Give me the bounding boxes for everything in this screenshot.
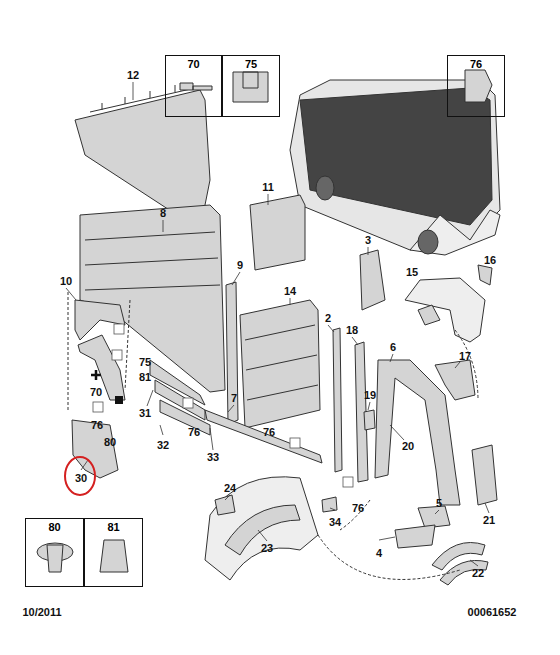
- callout-number: 19: [364, 390, 376, 401]
- callout-number: 4: [376, 548, 382, 559]
- part-box: 80: [25, 518, 84, 587]
- part-box: 81: [84, 518, 143, 587]
- callout-number: 31: [139, 408, 151, 419]
- callout-number: 24: [224, 483, 236, 494]
- callout-number: 75: [223, 59, 279, 70]
- part-box: 76: [447, 55, 505, 117]
- callout-number: 80: [26, 522, 83, 533]
- callout-number: 76: [352, 503, 364, 514]
- callout-number: 10: [60, 276, 72, 287]
- callout-number: 34: [329, 517, 341, 528]
- callout-number: 76: [263, 427, 275, 438]
- callout-number: 23: [261, 543, 273, 554]
- callout-number: 21: [483, 515, 495, 526]
- callout-number: 70: [90, 387, 102, 398]
- reference-code: 00061652: [468, 607, 517, 618]
- callout-number: 5: [436, 498, 442, 509]
- callout-number: 30: [75, 473, 87, 484]
- callout-number: 76: [91, 420, 103, 431]
- callout-number: 9: [237, 260, 243, 271]
- callout-number: 7: [231, 393, 237, 404]
- plus-symbol: [91, 370, 101, 380]
- callout-number: 17: [459, 351, 471, 362]
- callout-number: 76: [448, 59, 504, 70]
- callout-number: 32: [157, 440, 169, 451]
- callout-number: 8: [160, 208, 166, 219]
- callout-number: 81: [139, 372, 151, 383]
- callout-number: 33: [207, 452, 219, 463]
- callout-number: 6: [390, 342, 396, 353]
- callout-number: 80: [104, 437, 116, 448]
- callout-number: 2: [325, 313, 331, 324]
- callout-number: 81: [85, 522, 142, 533]
- callout-number: 16: [484, 255, 496, 266]
- part-box: 75: [222, 55, 280, 117]
- reference-code: 10/2011: [22, 607, 61, 618]
- part-box: 70: [165, 55, 222, 117]
- square-symbol: [115, 396, 123, 404]
- callout-number: 3: [365, 235, 371, 246]
- callout-number: 20: [402, 441, 414, 452]
- callout-number: 70: [166, 59, 221, 70]
- callout-number: 76: [188, 427, 200, 438]
- callout-number: 11: [262, 182, 274, 193]
- callout-number: 15: [406, 267, 418, 278]
- highlight-circle: [65, 457, 95, 495]
- callout-number: 12: [127, 70, 139, 81]
- callout-number: 14: [284, 286, 296, 297]
- callout-number: 18: [346, 325, 358, 336]
- callout-number: 75: [139, 357, 151, 368]
- callout-number: 22: [472, 568, 484, 579]
